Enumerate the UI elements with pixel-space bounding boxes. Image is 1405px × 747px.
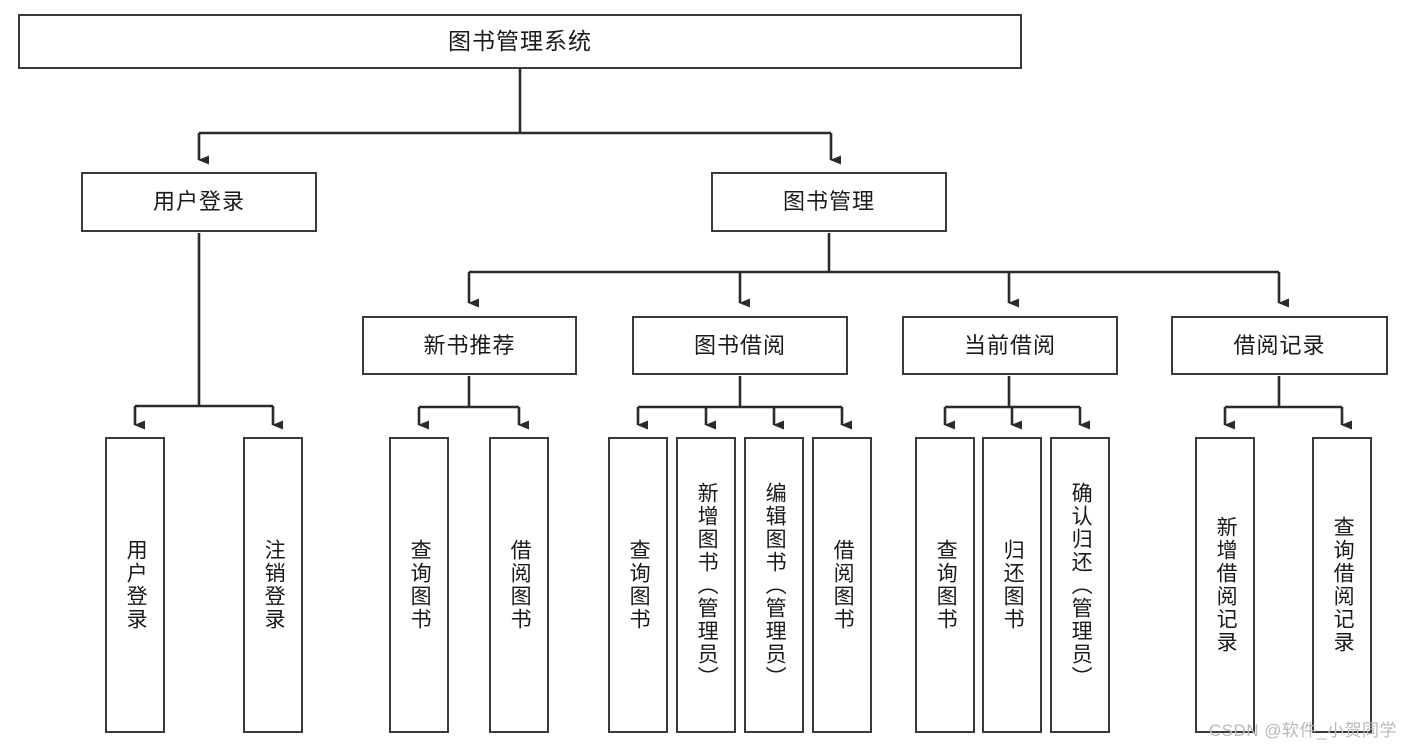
node-leaf-edit-book-label: 编辑图书（管理员）: [763, 481, 787, 689]
node-leaf-query-record[interactable]: 查询借阅记录: [1312, 437, 1372, 733]
node-new-book-recommend[interactable]: 新书推荐: [362, 316, 577, 375]
node-leaf-query-book-3-label: 查询图书: [934, 539, 958, 631]
node-leaf-borrow-book-2[interactable]: 借阅图书: [812, 437, 872, 733]
node-leaf-confirm-return-label: 确认归还（管理员）: [1069, 481, 1093, 689]
node-leaf-add-record-label: 新增借阅记录: [1214, 516, 1238, 654]
node-leaf-borrow-book-1-label: 借阅图书: [508, 539, 532, 631]
node-root-system-label: 图书管理系统: [448, 27, 592, 54]
node-leaf-add-book[interactable]: 新增图书（管理员）: [676, 437, 736, 733]
node-user-login[interactable]: 用户登录: [81, 172, 317, 232]
node-book-manage-label: 图书管理: [782, 189, 875, 215]
node-borrow-record-label: 借阅记录: [1233, 332, 1326, 358]
node-leaf-query-book-2-label: 查询图书: [627, 539, 651, 631]
node-book-borrow[interactable]: 图书借阅: [632, 316, 848, 375]
node-leaf-borrow-book-2-label: 借阅图书: [831, 539, 855, 631]
node-leaf-return-book[interactable]: 归还图书: [982, 437, 1042, 733]
node-leaf-confirm-return[interactable]: 确认归还（管理员）: [1050, 437, 1110, 733]
node-user-login-label: 用户登录: [152, 189, 245, 215]
node-leaf-query-record-label: 查询借阅记录: [1331, 516, 1355, 654]
node-leaf-edit-book[interactable]: 编辑图书（管理员）: [744, 437, 804, 733]
node-new-book-recommend-label: 新书推荐: [423, 332, 516, 358]
node-root-system[interactable]: 图书管理系统: [18, 14, 1022, 69]
node-leaf-query-book-3[interactable]: 查询图书: [915, 437, 975, 733]
node-borrow-record[interactable]: 借阅记录: [1171, 316, 1388, 375]
node-leaf-query-book-1[interactable]: 查询图书: [389, 437, 449, 733]
node-leaf-logout[interactable]: 注销登录: [243, 437, 303, 733]
node-leaf-add-record[interactable]: 新增借阅记录: [1195, 437, 1255, 733]
node-current-borrow[interactable]: 当前借阅: [902, 316, 1118, 375]
node-leaf-return-book-label: 归还图书: [1001, 539, 1025, 631]
node-book-manage[interactable]: 图书管理: [711, 172, 947, 232]
node-leaf-logout-label: 注销登录: [262, 539, 286, 631]
node-leaf-borrow-book-1[interactable]: 借阅图书: [489, 437, 549, 733]
node-leaf-add-book-label: 新增图书（管理员）: [695, 481, 719, 689]
csdn-watermark: CSDN @软件_小贺同学: [1208, 721, 1397, 740]
node-leaf-query-book-1-label: 查询图书: [408, 539, 432, 631]
node-leaf-user-login[interactable]: 用户登录: [105, 437, 165, 733]
node-book-borrow-label: 图书借阅: [693, 332, 786, 358]
node-leaf-user-login-label: 用户登录: [124, 539, 148, 631]
node-current-borrow-label: 当前借阅: [963, 332, 1056, 358]
node-leaf-query-book-2[interactable]: 查询图书: [608, 437, 668, 733]
